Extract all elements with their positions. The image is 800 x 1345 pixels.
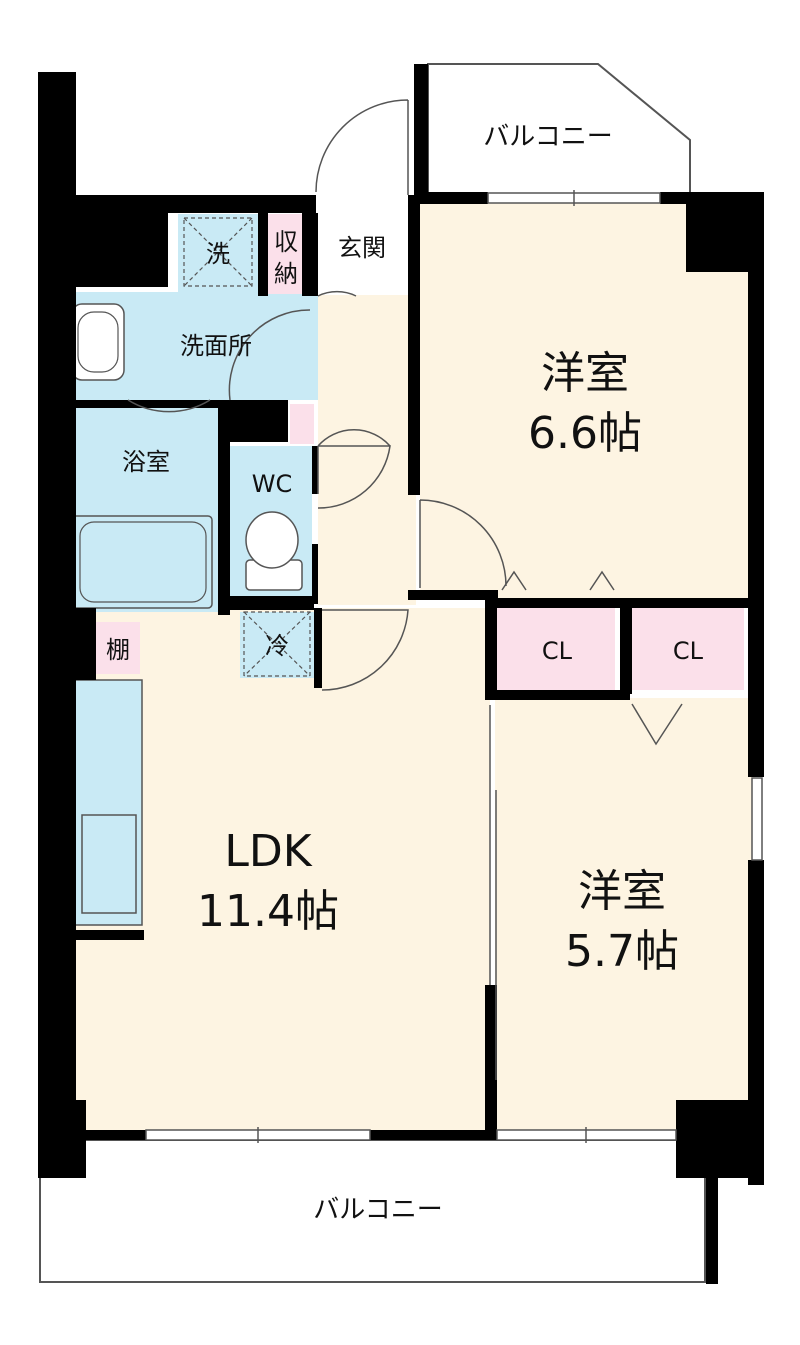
doors <box>127 99 683 1080</box>
entrance-label: 玄関 <box>338 234 386 262</box>
closet-1-label: CL <box>542 637 573 665</box>
balcony-top-label: バルコニー <box>483 122 612 152</box>
fridge-area <box>240 612 314 678</box>
toilet-bowl <box>245 511 299 569</box>
washbasin <box>71 303 125 381</box>
room2-floor <box>495 698 755 1130</box>
storage-area <box>268 214 302 294</box>
entrance-floor <box>318 200 408 295</box>
balcony-bottom-label: バルコニー <box>313 1195 442 1225</box>
washer-area <box>178 214 258 294</box>
washroom-label: 洗面所 <box>180 332 252 360</box>
wc-label: WC <box>252 470 293 498</box>
ldk-size: 11.4帖 <box>197 886 339 937</box>
bathtub-inner <box>79 521 207 603</box>
fridge-mark <box>243 611 311 677</box>
bathroom-label: 浴室 <box>122 448 170 476</box>
storage-label-2: 納 <box>274 260 298 288</box>
room2-size: 5.7帖 <box>565 926 679 977</box>
washbasin-bowl <box>77 311 119 373</box>
closet-2-label: CL <box>673 637 704 665</box>
sink <box>81 814 137 914</box>
ldk-name: LDK <box>224 826 312 877</box>
small-storage <box>290 404 314 444</box>
bathtub <box>71 515 213 609</box>
windows <box>145 190 763 1143</box>
closet-1-area <box>497 606 615 690</box>
room1-name: 洋室 <box>541 348 629 399</box>
shelf-area <box>96 622 140 674</box>
closet-2-area <box>632 606 744 690</box>
walls <box>38 64 764 1284</box>
kitchen-counter <box>65 679 143 926</box>
washer-label: 洗 <box>206 240 230 268</box>
storage-label-1: 収 <box>274 228 298 256</box>
room1-size: 6.6帖 <box>528 408 642 459</box>
fridge-label: 冷 <box>265 632 289 660</box>
shelf-label: 棚 <box>106 636 130 664</box>
balcony-bottom <box>39 1139 706 1283</box>
washer-mark <box>183 217 253 287</box>
room2-name: 洋室 <box>578 866 666 917</box>
